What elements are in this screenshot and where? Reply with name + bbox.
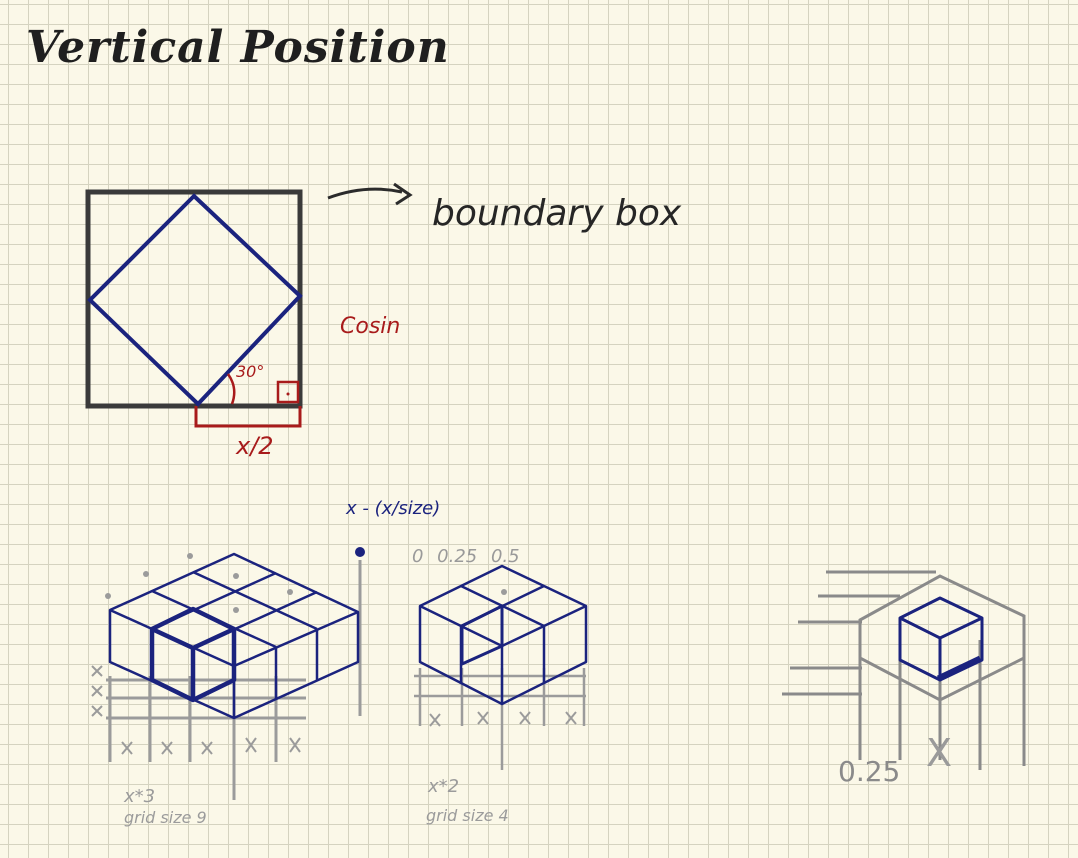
bounding-box-label: boundary box [432,193,682,234]
right-grid-x-label: X [926,731,953,775]
bounding-box-diagram [85,182,413,428]
right-angle-dot [286,392,290,396]
middle-iso-grid [414,564,588,770]
offset-value-label: 0.25 [838,755,901,788]
rhombus-tile [87,193,303,407]
offset-tick-labels: 0 0.25 0.5 [412,546,520,567]
axis-grid-lines [414,668,586,770]
pencil-dots [105,553,293,613]
bounding-box [85,189,303,409]
axis-y-marks [91,665,103,717]
iso-cubes [418,564,588,706]
left-grid-size-label: grid size 9 [124,808,207,827]
left-iso-grid [91,547,365,800]
angle-arc [226,373,236,405]
page-title: Vertical Position [26,22,450,73]
cosine-label: Cosin [340,314,401,339]
offset-grid-lines [782,570,1026,770]
left-grid-x-label: x*3 [124,786,156,807]
right-iso-grid [782,570,1026,770]
highlighted-cube [898,596,984,682]
right-angle-marker [276,380,300,404]
half-width-label: x/2 [236,432,274,460]
middle-grid-x-label: x*2 [428,776,460,797]
arrow-icon [327,182,413,206]
origin-dot [355,547,365,557]
axis-x-marks [121,737,301,755]
middle-grid-size-label: grid size 4 [426,806,509,825]
axis-x-marks [429,711,577,727]
offset-formula: x - (x/size) [346,498,441,519]
half-width-bracket [194,406,302,428]
angle-label: 30° [236,362,265,381]
inner-cube [149,606,237,703]
pencil-dot [501,589,507,595]
